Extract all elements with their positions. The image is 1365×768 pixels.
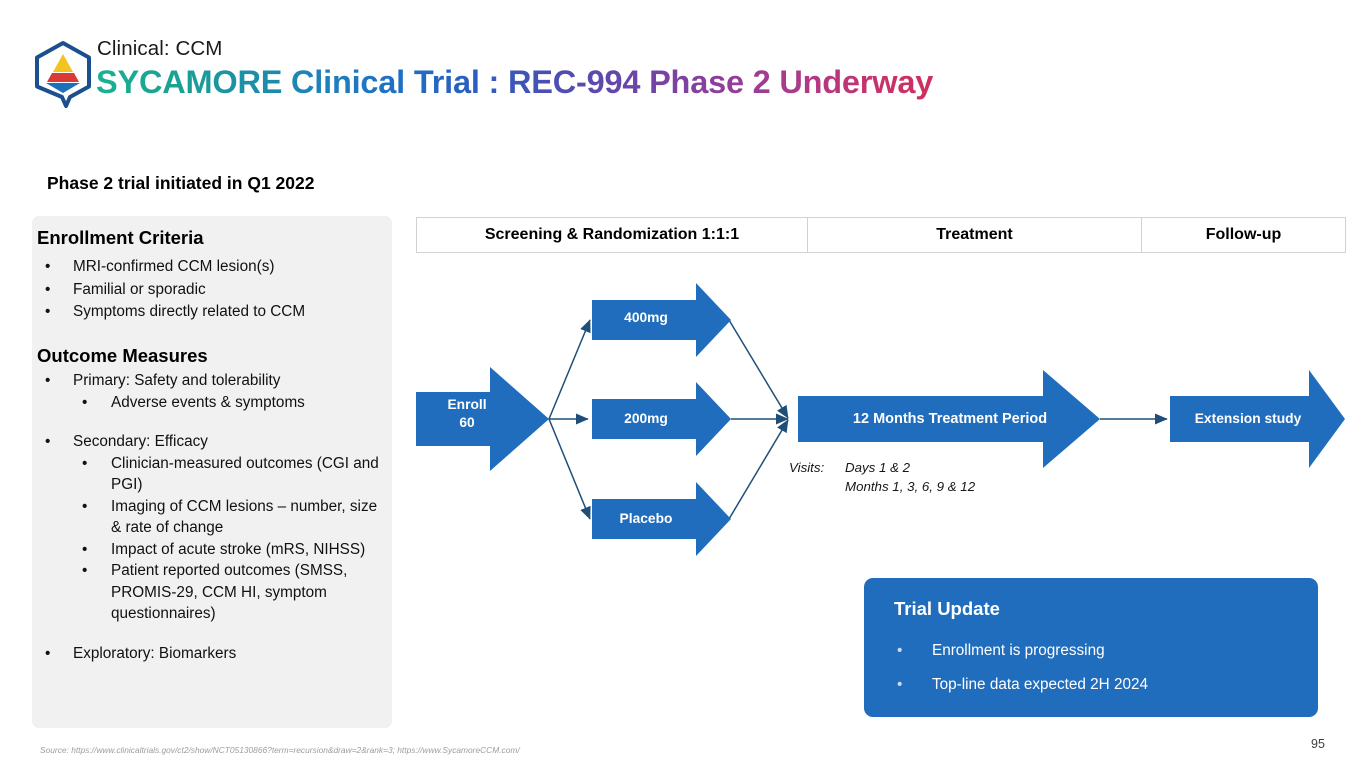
bullet-glyph: • [897, 642, 903, 659]
treatment-period-label: 12 Months Treatment Period [852, 411, 1048, 427]
enroll-arrow [416, 367, 549, 471]
bullet-glyph: • [45, 372, 51, 389]
list-item: • Imaging of CCM lesions – number, size … [73, 496, 385, 539]
bullet-glyph: • [82, 540, 88, 558]
page-title: SYCAMORE Clinical Trial : REC-994 Phase … [96, 64, 934, 100]
list-item-secondary: • Secondary: Efficacy • Clinician-measur… [37, 431, 385, 625]
bullet-glyph: • [45, 644, 51, 662]
arm-arrow-200mg [592, 382, 731, 456]
phase-column-treatment: Treatment [807, 218, 1141, 252]
phase-column-followup: Follow-up [1141, 218, 1345, 252]
arm-arrow-placebo [592, 482, 731, 556]
list-item-primary: • Primary: Safety and tolerability • Adv… [37, 370, 385, 413]
subheading: Phase 2 trial initiated in Q1 2022 [47, 173, 315, 193]
list-item-label: Top-line data expected 2H 2024 [932, 676, 1149, 693]
bullet-glyph: • [45, 433, 51, 450]
list-item: • Patient reported outcomes (SMSS, PROMI… [73, 560, 385, 625]
outcome-measures-list: • Primary: Safety and tolerability • Adv… [37, 370, 385, 665]
bullet-glyph: • [82, 454, 88, 472]
list-item: • Top-line data expected 2H 2024 [894, 668, 1294, 702]
enroll-label-line1: Enroll [447, 397, 487, 412]
visits-line-1: Days 1 & 2 [845, 460, 911, 475]
extension-study-arrow [1170, 370, 1345, 468]
list-item-label: Secondary: Efficacy [73, 433, 208, 450]
page-number: 95 [1311, 737, 1325, 751]
primary-sublist: • Adverse events & symptoms [73, 392, 385, 414]
arm-arrow-400mg [592, 283, 731, 357]
outcome-measures-heading: Outcome Measures [37, 345, 208, 366]
list-item-label: Imaging of CCM lesions – number, size & … [111, 497, 378, 537]
list-item: • Adverse events & symptoms [73, 392, 385, 414]
arm-label-200mg: 200mg [624, 411, 668, 426]
list-item: • Clinician-measured outcomes (CGI and P… [73, 453, 385, 496]
enrollment-criteria-list: • MRI-confirmed CCM lesion(s) • Familial… [37, 256, 377, 324]
enroll-arrow-label: Enroll 60 [418, 396, 516, 432]
list-item: • Enrollment is progressing [894, 634, 1294, 668]
bullet-glyph: • [45, 258, 51, 275]
list-item-label: Enrollment is progressing [932, 642, 1105, 659]
secondary-sublist: • Clinician-measured outcomes (CGI and P… [73, 453, 385, 625]
list-item: • Familial or sporadic [37, 279, 377, 301]
list-item-label: MRI-confirmed CCM lesion(s) [73, 258, 275, 275]
phase-column-screening: Screening & Randomization 1:1:1 [484, 226, 740, 243]
list-item-label: Adverse events & symptoms [111, 393, 305, 411]
bullet-glyph: • [82, 497, 88, 515]
source-citation: Source: https://www.clinicaltrials.gov/c… [40, 745, 520, 755]
list-item-label: Familial or sporadic [73, 280, 206, 298]
bullet-glyph: • [897, 676, 903, 693]
arm-label-400mg: 400mg [624, 310, 668, 325]
list-item: • Symptoms directly related to CCM [37, 301, 377, 323]
list-item-label: Impact of acute stroke (mRS, NIHSS) [111, 540, 366, 558]
list-item-label: Symptoms directly related to CCM [73, 303, 306, 320]
list-item: • Impact of acute stroke (mRS, NIHSS) [73, 539, 385, 561]
visits-label: Visits: [789, 460, 825, 475]
sycamore-hexagon-pyramid-logo-icon [30, 40, 96, 108]
bullet-glyph: • [82, 562, 88, 579]
list-item-label: Patient reported outcomes (SMSS, PROMIS-… [111, 562, 348, 622]
trial-update-title: Trial Update [894, 598, 1000, 619]
treatment-period-arrow [798, 370, 1100, 468]
enroll-label-line2: 60 [459, 415, 475, 430]
bullet-glyph: • [45, 280, 51, 298]
visits-line-2: Months 1, 3, 6, 9 & 12 [845, 478, 976, 494]
extension-study-label: Extension study [1194, 411, 1302, 426]
bullet-glyph: • [82, 393, 88, 411]
bullet-glyph: • [45, 303, 51, 320]
list-item: • MRI-confirmed CCM lesion(s) [37, 256, 377, 278]
phase-header-table: Screening & Randomization 1:1:1 Treatmen… [416, 217, 1346, 253]
eyebrow-text: Clinical: CCM [97, 37, 223, 60]
trial-update-card: Trial Update • Enrollment is progressing… [864, 578, 1318, 717]
list-item-label: Exploratory: Biomarkers [73, 644, 237, 662]
arm-label-placebo: Placebo [619, 511, 673, 526]
list-item-label: Primary: Safety and tolerability [73, 372, 281, 389]
criteria-panel [32, 216, 392, 728]
visits-note: Visits: Days 1 & 2 Months 1, 3, 6, 9 & 1… [789, 459, 975, 496]
trial-update-list: • Enrollment is progressing • Top-line d… [894, 634, 1294, 702]
list-item-exploratory: • Exploratory: Biomarkers [37, 643, 385, 665]
enrollment-criteria-heading: Enrollment Criteria [37, 227, 204, 248]
list-item-label: Clinician-measured outcomes (CGI and PGI… [111, 454, 379, 494]
